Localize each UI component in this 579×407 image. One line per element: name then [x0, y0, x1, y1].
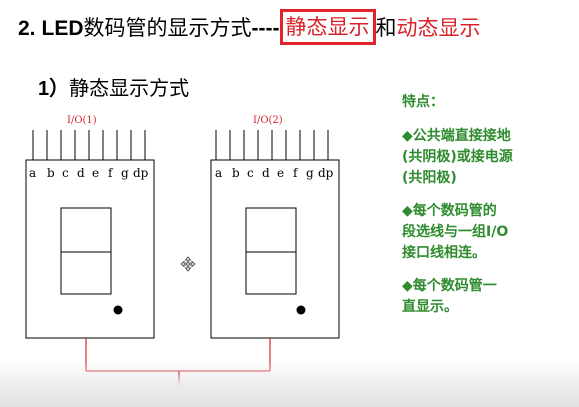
pin-label-dp: dp	[133, 166, 149, 180]
pin-label-d: d	[77, 166, 85, 180]
pin-label-g: g	[306, 166, 314, 180]
digit-outline-left	[60, 207, 112, 295]
pin-label-c: c	[62, 166, 69, 180]
highlight-box: 静态显示	[279, 9, 376, 45]
section-text: 静态显示方式	[69, 76, 190, 100]
title-dashes: ----	[251, 17, 280, 40]
feature-bullet-common-terminal: ◆公共端直接接地 (共阴极)或接电源 (共阳极)	[402, 128, 513, 186]
pin-labels-left: a b c d e f g dp	[29, 166, 149, 180]
pin-lines-left	[32, 130, 146, 160]
pin-labels-right: a b c d e f g dp	[215, 166, 334, 180]
pin-label-a: a	[29, 166, 36, 180]
display-body-right	[210, 159, 340, 339]
io-label-left: I/O(1)	[67, 115, 97, 126]
features-panel: 特点： ◆公共端直接接地 (共阴极)或接电源 (共阳极) ◆每个数码管的 段选线…	[402, 92, 572, 330]
pin-label-e: e	[92, 166, 99, 180]
digit-outline-right	[245, 207, 297, 295]
feature-bullet-segment-lines: ◆每个数码管的 段选线与一组I/O 接口线相连。	[402, 203, 509, 261]
pin-label-b: b	[47, 166, 55, 180]
decimal-point-left	[113, 305, 123, 315]
title-main: 数码管的显示方式	[83, 16, 252, 40]
bottom-shade	[0, 360, 579, 407]
title-number: 2.	[18, 17, 36, 40]
slide-title: 2.LED数码管的显示方式----静态显示和动态显示	[18, 9, 481, 46]
pin-lines-right	[215, 130, 329, 160]
pin-label-e: e	[277, 166, 284, 180]
title-and: 和	[375, 16, 397, 40]
section-heading: 1）静态显示方式	[38, 75, 189, 102]
title-static-display: 静态显示	[285, 15, 370, 39]
pin-label-f: f	[108, 166, 114, 180]
features-title: 特点：	[402, 94, 444, 110]
display-body-left	[25, 159, 155, 339]
pin-label-a: a	[215, 166, 222, 180]
pin-label-f: f	[293, 166, 299, 180]
io-label-right: I/O(2)	[253, 115, 283, 126]
title-dynamic-display: 动态显示	[396, 16, 481, 40]
feature-bullet-always-on: ◆每个数码管一 直显示。	[402, 278, 497, 315]
section-number: 1）	[38, 78, 70, 100]
move-cursor-icon	[180, 256, 196, 272]
display-right: I/O(2) a b c d e f g dp	[210, 115, 340, 339]
display-left: I/O(1) a b c d e f g dp	[25, 115, 155, 339]
pin-label-d: d	[262, 166, 270, 180]
title-led: LED	[41, 17, 84, 40]
pin-label-c: c	[247, 166, 254, 180]
pin-label-b: b	[232, 166, 240, 180]
decimal-point-right	[296, 305, 306, 315]
pin-label-g: g	[121, 166, 129, 180]
pin-label-dp: dp	[318, 166, 334, 180]
